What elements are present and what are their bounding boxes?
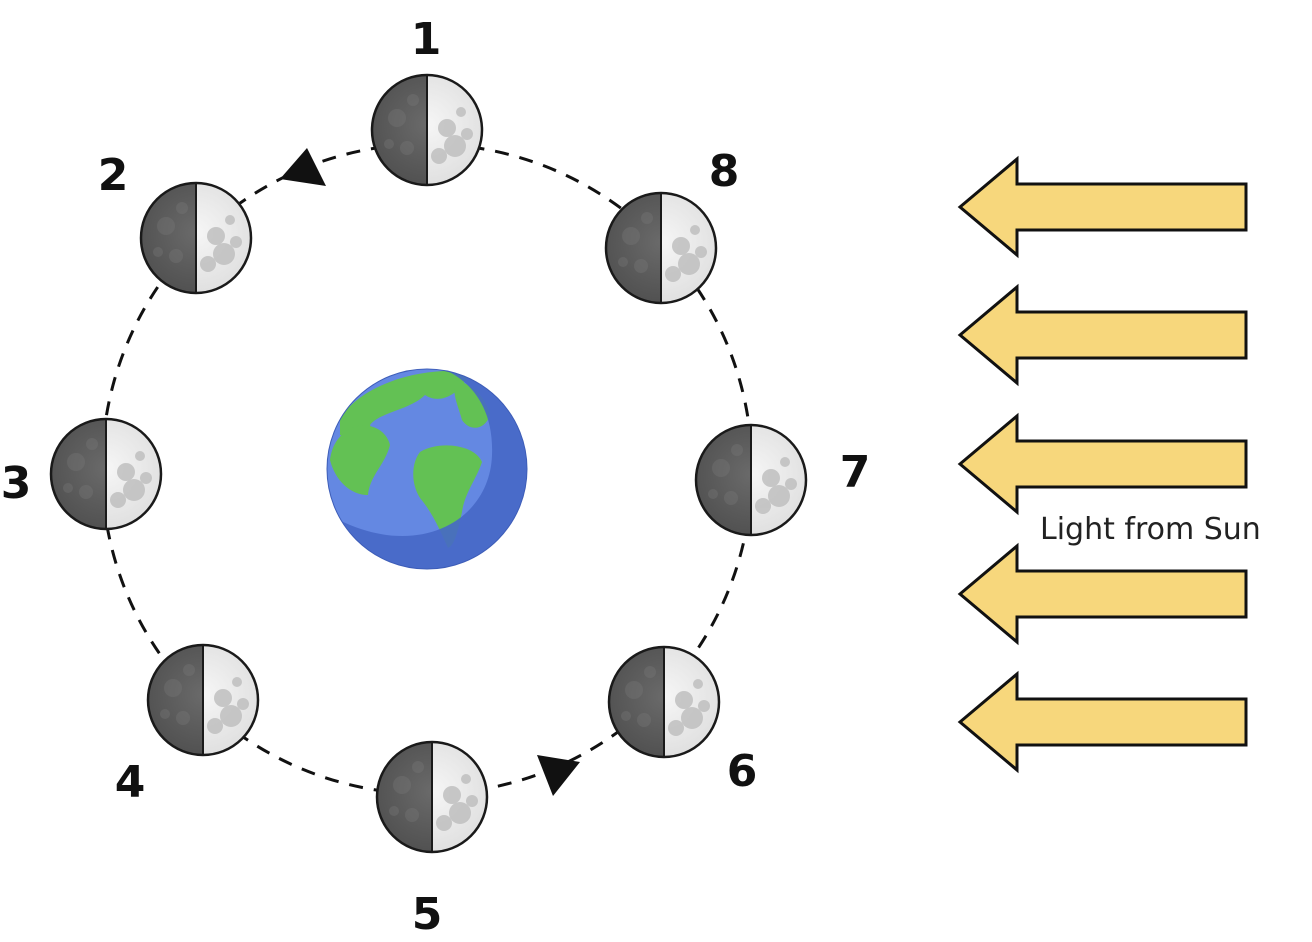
orbit-arrow-icon-bottom	[537, 755, 580, 796]
position-label-8: 8	[708, 146, 740, 197]
sunlight-arrow-icon-3	[958, 414, 1248, 514]
moon-icon-3	[51, 419, 161, 529]
position-label-3: 3	[0, 458, 32, 509]
moon-icon-5	[377, 742, 487, 852]
moon-icon-2	[141, 183, 251, 293]
position-label-1: 1	[410, 14, 442, 65]
moon-icon-6	[609, 647, 719, 757]
position-label-6: 6	[726, 746, 758, 797]
orbit-arrow-icon-top	[280, 148, 326, 186]
position-label-4: 4	[114, 757, 146, 808]
sunlight-arrow-icon-5	[958, 672, 1248, 772]
sunlight-arrow-icon-4	[958, 544, 1248, 644]
position-label-7: 7	[839, 447, 871, 498]
moon-icon-1	[372, 75, 482, 185]
light-from-sun-label: Light from Sun	[1040, 512, 1261, 547]
position-label-2: 2	[97, 150, 129, 201]
sunlight-arrow-icon-2	[958, 285, 1248, 385]
moon-icon-8	[606, 193, 716, 303]
position-label-5: 5	[411, 889, 443, 940]
sunlight-arrow-icon-1	[958, 157, 1248, 257]
moon-icon-7	[696, 425, 806, 535]
earth-icon	[326, 368, 528, 570]
moon-icon-4	[148, 645, 258, 755]
